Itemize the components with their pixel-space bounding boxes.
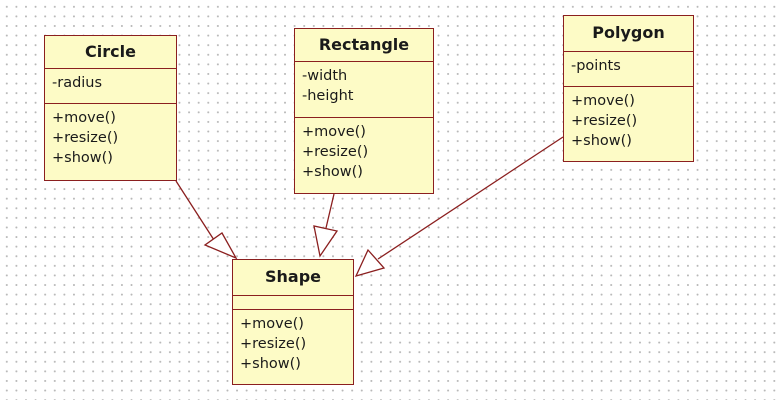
attribute-points: -points <box>571 58 621 74</box>
operation-move: +move() <box>52 110 116 126</box>
operation-show: +show() <box>52 150 113 166</box>
attributes-compartment-rectangle: -width -height <box>295 62 433 118</box>
class-box-shape[interactable]: Shape +move() +resize() +show() <box>232 259 354 385</box>
generalization-line-rectangle-shape[interactable] <box>325 193 335 229</box>
attribute-radius: -radius <box>52 75 103 91</box>
operations-compartment-rectangle: +move() +resize() +show() <box>295 118 433 182</box>
operation-move: +move() <box>240 316 304 332</box>
generalization-arrowhead-circle-shape <box>203 232 238 260</box>
attribute-width: -width <box>302 68 348 84</box>
class-name-rectangle: Rectangle <box>295 29 433 62</box>
attributes-compartment-polygon: -points <box>564 52 693 87</box>
operation-show: +show() <box>240 356 301 372</box>
operation-resize: +resize() <box>571 113 638 129</box>
generalization-line-circle-shape[interactable] <box>175 180 215 241</box>
operation-move: +move() <box>302 124 366 140</box>
class-name-circle: Circle <box>45 36 176 69</box>
attributes-compartment-shape-empty <box>233 296 353 310</box>
operations-compartment-polygon: +move() +resize() +show() <box>564 87 693 151</box>
operation-resize: +resize() <box>302 144 369 160</box>
class-box-circle[interactable]: Circle -radius +move() +resize() +show() <box>44 35 177 181</box>
class-box-rectangle[interactable]: Rectangle -width -height +move() +resize… <box>294 28 434 194</box>
generalization-line-polygon-shape[interactable] <box>377 136 564 260</box>
operation-resize: +resize() <box>240 336 307 352</box>
operation-show: +show() <box>302 164 363 180</box>
generalization-arrowhead-polygon-shape <box>354 248 386 278</box>
class-name-polygon: Polygon <box>564 16 693 52</box>
class-name-shape: Shape <box>233 260 353 296</box>
operations-compartment-shape: +move() +resize() +show() <box>233 310 353 374</box>
operation-show: +show() <box>571 133 632 149</box>
attributes-compartment-circle: -radius <box>45 69 176 104</box>
operation-move: +move() <box>571 93 635 109</box>
attribute-height: -height <box>302 88 354 104</box>
operations-compartment-circle: +move() +resize() +show() <box>45 104 176 168</box>
generalization-arrowhead-rectangle-shape <box>313 225 339 258</box>
class-box-polygon[interactable]: Polygon -points +move() +resize() +show(… <box>563 15 694 162</box>
operation-resize: +resize() <box>52 130 119 146</box>
